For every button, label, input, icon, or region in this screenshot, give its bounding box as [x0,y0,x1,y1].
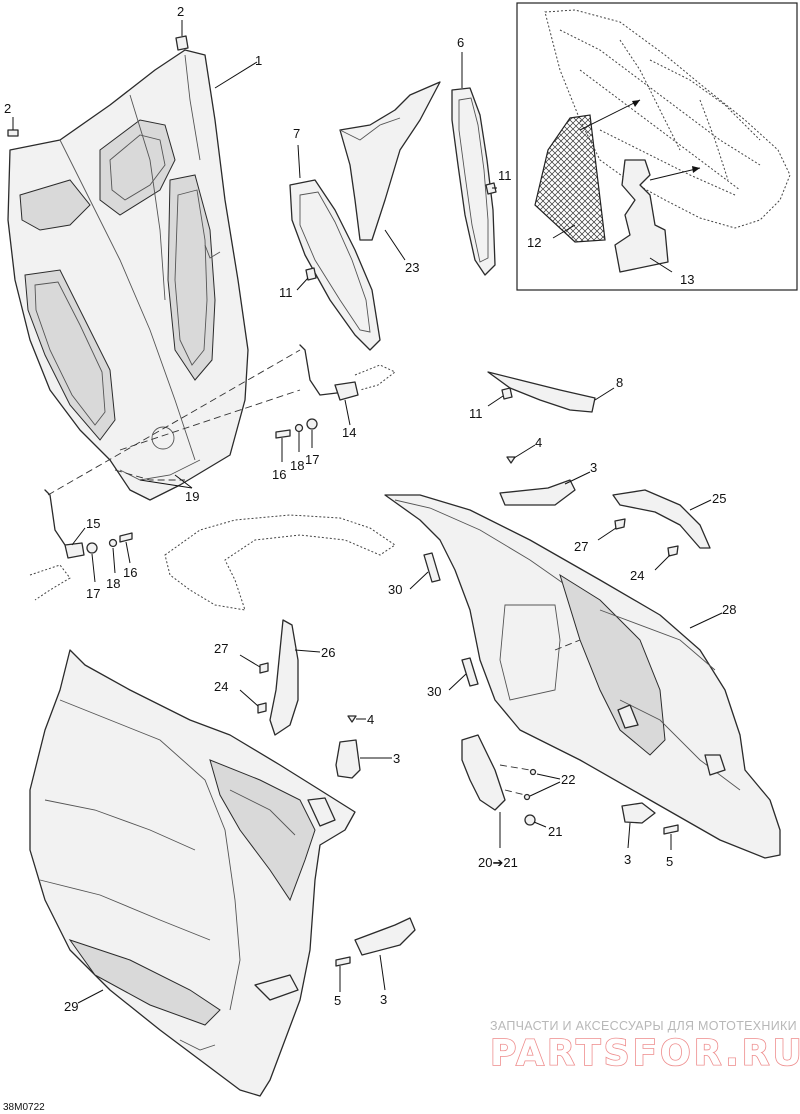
callout-26: 26 [321,645,335,660]
callout-3d: 3 [380,992,387,1007]
callout-6: 6 [457,35,464,50]
callout-29: 29 [64,999,78,1014]
part-3-handle-bottom [354,917,416,991]
callout-15: 15 [86,516,100,531]
part-14-bracket [299,344,396,426]
hardware-16-17-18-lower [86,532,133,583]
inset-frame [516,2,798,291]
part-11-clip-a [305,267,317,281]
callout-2b: 2 [4,101,11,116]
callout-17b: 17 [86,586,100,601]
part-27-screw-a [614,518,626,530]
callout-23: 23 [405,260,419,275]
callout-8: 8 [616,375,623,390]
callout-1: 1 [255,53,262,68]
watermark-caption: ЗАПЧАСТИ И АКСЕССУАРЫ ДЛЯ МОТОТЕХНИКИ [490,1019,797,1033]
callout-22: 22 [561,772,575,787]
callout-14: 14 [342,425,356,440]
part-13-foam [614,159,701,273]
part-30-strip-upper [409,552,441,590]
callout-19: 19 [185,489,199,504]
part-3-handle-upper [499,471,591,506]
part-7-grille [289,144,381,351]
callout-16b: 16 [123,565,137,580]
watermark-brand: PARTSFOR.RU [490,1033,800,1074]
callout-5a: 5 [666,854,673,869]
frame-reference-dotted [164,514,396,611]
callout-24a: 24 [630,568,644,583]
part-1-front-panel [7,49,249,501]
part-2-clip-top [175,20,189,51]
part-3-handle-mid [335,739,392,779]
hardware-16-17-18-upper [275,418,318,462]
part-27-screw-b [259,662,269,674]
callout-21: 21 [548,824,562,839]
callout-4b: 4 [367,712,374,727]
part-11-clip-c [501,387,513,400]
inset-vehicle-outline [544,9,791,229]
diagram-code: 38M0722 [3,1102,45,1113]
part-2-clip-left [7,117,19,137]
callout-17a: 17 [305,452,319,467]
part-11-clip-b [485,182,497,195]
part-6-grille [451,52,496,276]
part-21-nut [524,814,547,828]
callout-3a: 3 [590,460,597,475]
guide-line-a [119,389,301,451]
part-23-foam [339,81,441,261]
callout-11a: 11 [279,285,293,300]
callout-12: 12 [527,235,541,250]
part-4-rivet-upper [506,444,536,464]
callout-7: 7 [293,126,300,141]
callout-16a: 16 [272,467,286,482]
callout-4a: 4 [535,435,542,450]
callout-3c: 3 [624,852,631,867]
callout-30b: 30 [427,684,441,699]
callout-11c: 11 [469,406,483,421]
callout-18a: 18 [290,458,304,473]
part-25-trim [612,489,712,549]
callout-27a: 27 [574,539,588,554]
callout-5b: 5 [334,993,341,1008]
part-5-screw-right [663,824,679,850]
callout-2a: 2 [177,4,184,19]
callout-28: 28 [722,602,736,617]
callout-25: 25 [712,491,726,506]
inset-panel: 12 13 [516,2,798,291]
part-12-mesh [534,99,641,243]
part-8-deflector [487,371,615,413]
callout-24b: 24 [214,679,228,694]
part-20-bracket [461,734,531,848]
callout-30a: 30 [388,582,402,597]
guide-line-b [47,349,301,496]
part-30-strip-lower [448,657,479,691]
callout-3b: 3 [393,751,400,766]
callout-20: 20➔21 [478,855,518,870]
callout-13: 13 [680,272,694,287]
part-24-screw-b [257,702,267,714]
part-15-bracket [29,489,86,601]
part-29-lower-panel [29,649,356,1097]
callout-18b: 18 [106,576,120,591]
part-26-trim-strip [269,619,321,736]
part-3-handle-right [621,802,656,849]
part-24-screw-a [667,545,679,557]
part-28-side-panel [384,494,781,859]
part-22-fasteners [523,768,561,801]
callout-27b: 27 [214,641,228,656]
callout-11b: 11 [498,168,512,183]
part-5-screw-bottom [335,956,351,992]
part-4-rivet-mid [347,715,366,723]
